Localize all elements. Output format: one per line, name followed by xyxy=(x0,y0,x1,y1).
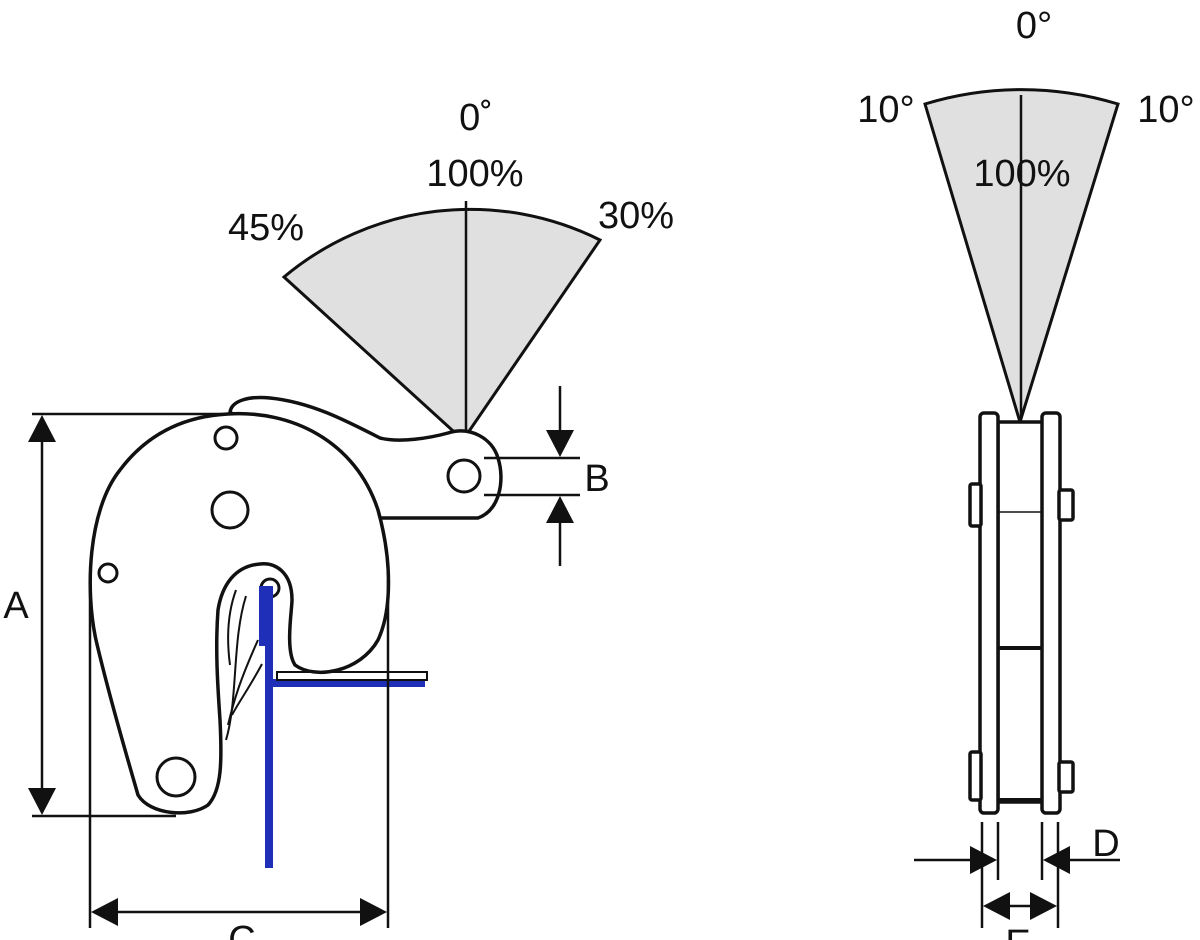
side-bolt-head xyxy=(968,482,983,528)
front-angle-label: 0˚ xyxy=(459,97,493,139)
dim-a-arrow-top xyxy=(28,415,56,442)
plate-top-edge xyxy=(276,671,428,681)
dimension-a xyxy=(28,412,230,818)
plate-horizontal xyxy=(273,679,425,687)
dim-c-label: C xyxy=(228,919,255,940)
dim-b-arrow-top xyxy=(546,430,574,457)
hole-tiny xyxy=(97,562,119,584)
clamp-side-profile xyxy=(968,411,1075,815)
side-view: 0° 10° 10° 100% D E xyxy=(857,5,1194,940)
steel-plate xyxy=(259,586,428,868)
main-body xyxy=(88,411,391,815)
side-left-plate xyxy=(978,411,1000,815)
shackle-hole xyxy=(446,458,482,494)
side-bolt-head xyxy=(968,750,983,802)
side-top-angle-label: 0° xyxy=(1016,5,1052,47)
front-center-load-label: 100% xyxy=(426,153,523,195)
side-load-label: 100% xyxy=(973,153,1070,195)
dim-c-arrow-left xyxy=(91,898,118,926)
front-sector-shape xyxy=(281,207,603,443)
dim-b-label: B xyxy=(584,458,609,500)
front-view: 0˚ 100% 45% 30% A B C xyxy=(3,97,674,940)
dim-a-arrow-bottom xyxy=(28,788,56,815)
dim-e-label: E xyxy=(1005,923,1030,940)
front-load-sector xyxy=(281,201,603,443)
side-right-angle-label: 10° xyxy=(1137,89,1194,131)
side-center-block xyxy=(996,420,1046,804)
dim-d-arrow-left xyxy=(970,846,997,874)
dim-d-arrow-right xyxy=(1043,846,1070,874)
dimension-e xyxy=(980,822,1060,928)
plate-jaw-segment xyxy=(259,586,273,646)
dim-b-arrow-bottom xyxy=(546,496,574,523)
clamp-body xyxy=(88,395,503,815)
jaw-hatch-line xyxy=(227,639,259,726)
front-left-load-label: 45% xyxy=(228,207,304,249)
dim-d-label: D xyxy=(1092,823,1119,865)
dim-e-arrow-right xyxy=(1030,892,1057,920)
side-left-angle-label: 10° xyxy=(857,89,914,131)
side-right-plate xyxy=(1040,411,1062,815)
jaw-hatch-line xyxy=(231,663,263,716)
hole-lower xyxy=(155,756,197,798)
dimension-c xyxy=(88,580,390,928)
hole-medium xyxy=(210,490,250,530)
dim-a-label: A xyxy=(3,585,29,627)
side-bolt-head xyxy=(1057,760,1075,794)
side-load-sector xyxy=(923,88,1120,428)
dimension-d xyxy=(914,822,1120,880)
dimension-b xyxy=(484,386,580,566)
plate-vertical xyxy=(265,586,273,868)
hole-small-top xyxy=(213,425,239,451)
dim-c-arrow-right xyxy=(360,898,387,926)
front-right-load-label: 30% xyxy=(598,195,674,237)
jaw-hatch-line xyxy=(227,589,237,666)
dim-e-arrow-left xyxy=(983,892,1010,920)
side-bolt-head xyxy=(1057,488,1075,522)
jaw-hatch-line xyxy=(225,595,247,741)
